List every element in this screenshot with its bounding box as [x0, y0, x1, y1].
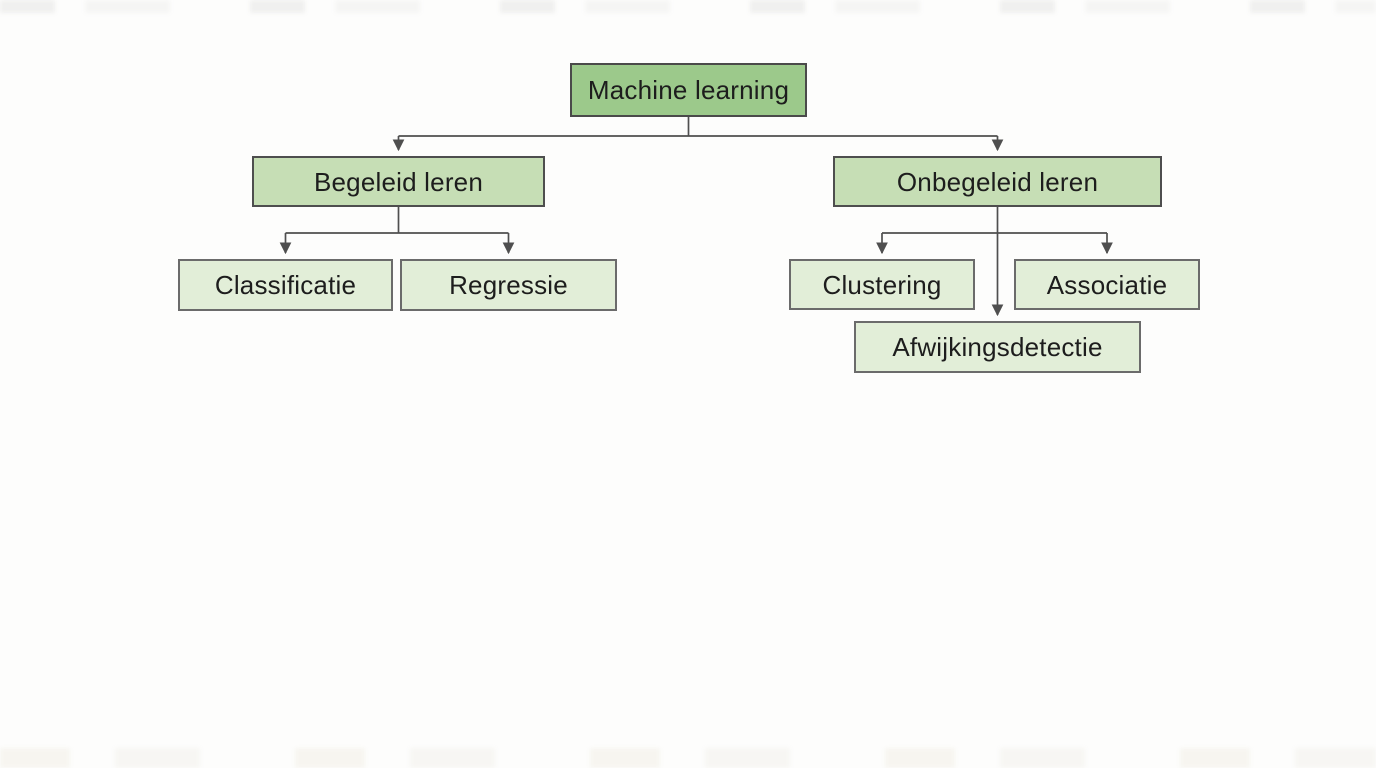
node-clustering: Clustering — [789, 259, 975, 310]
node-classificatie: Classificatie — [178, 259, 393, 311]
top-edge-artifact — [0, 0, 1376, 13]
node-regressie: Regressie — [400, 259, 617, 311]
node-associatie: Associatie — [1014, 259, 1200, 310]
node-machine-learning: Machine learning — [570, 63, 807, 117]
node-begeleid-leren: Begeleid leren — [252, 156, 545, 207]
node-onbegeleid-leren: Onbegeleid leren — [833, 156, 1162, 207]
bottom-edge-artifact — [0, 748, 1376, 768]
node-afwijkingsdetectie: Afwijkingsdetectie — [854, 321, 1141, 373]
